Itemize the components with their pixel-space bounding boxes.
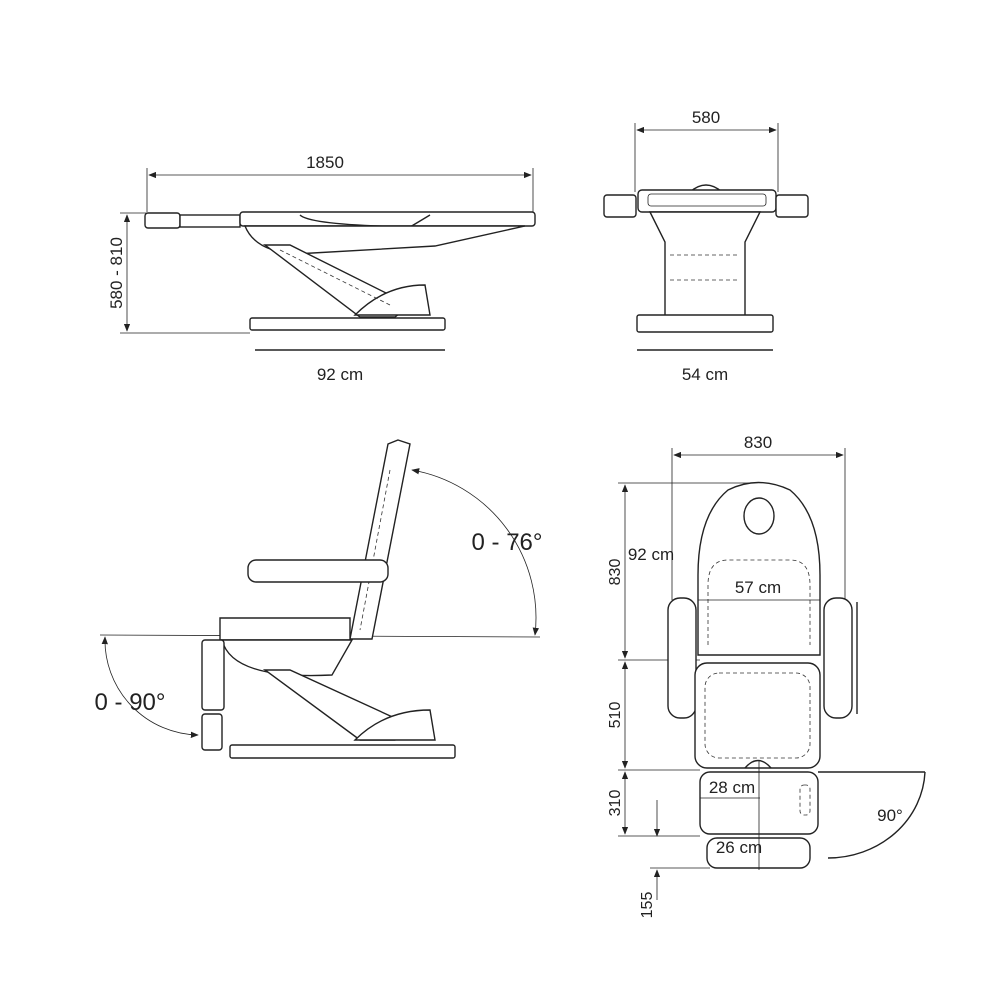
top-view: 830 830 510 310 155 57 cm 92 cm bbox=[607, 433, 926, 919]
legrest-width-label: 28 cm bbox=[709, 778, 755, 797]
footrest-length-label: 155 bbox=[639, 892, 656, 919]
footrest-outline bbox=[706, 837, 811, 869]
footrest-swing-arc bbox=[827, 771, 926, 859]
side-view-flat: 1850 580 - 810 92 cm bbox=[107, 153, 536, 384]
backrest-length-label: 830 bbox=[607, 559, 624, 586]
seat-length-label: 510 bbox=[607, 702, 624, 729]
front-width-label: 580 bbox=[692, 108, 720, 127]
right-armrest bbox=[823, 597, 853, 719]
height-label: 580 - 810 bbox=[107, 237, 126, 309]
backrest-outline bbox=[697, 481, 821, 656]
legrest-length-label: 310 bbox=[607, 790, 624, 817]
backrest-angle-label: 0 - 76° bbox=[472, 529, 543, 556]
footrest-angle-label: 90° bbox=[877, 806, 903, 825]
chair-view: 0 - 76° 0 - 90° bbox=[95, 439, 543, 759]
front-base-label: 54 cm bbox=[682, 365, 728, 384]
backrest-span-label: 92 cm bbox=[628, 545, 674, 564]
backrest-angle-arc bbox=[411, 468, 540, 636]
footrest-width-label: 26 cm bbox=[716, 838, 762, 857]
side-base-label: 92 cm bbox=[317, 365, 363, 384]
legrest-angle-label: 0 - 90° bbox=[95, 689, 166, 716]
front-view: 580 54 cm bbox=[603, 108, 809, 384]
total-width-label: 830 bbox=[744, 433, 772, 452]
seat-outline bbox=[694, 662, 821, 769]
left-armrest bbox=[667, 597, 697, 719]
length-label: 1850 bbox=[306, 153, 344, 172]
backrest-width-label: 57 cm bbox=[735, 578, 781, 597]
legrest-angle-arc bbox=[101, 636, 199, 739]
